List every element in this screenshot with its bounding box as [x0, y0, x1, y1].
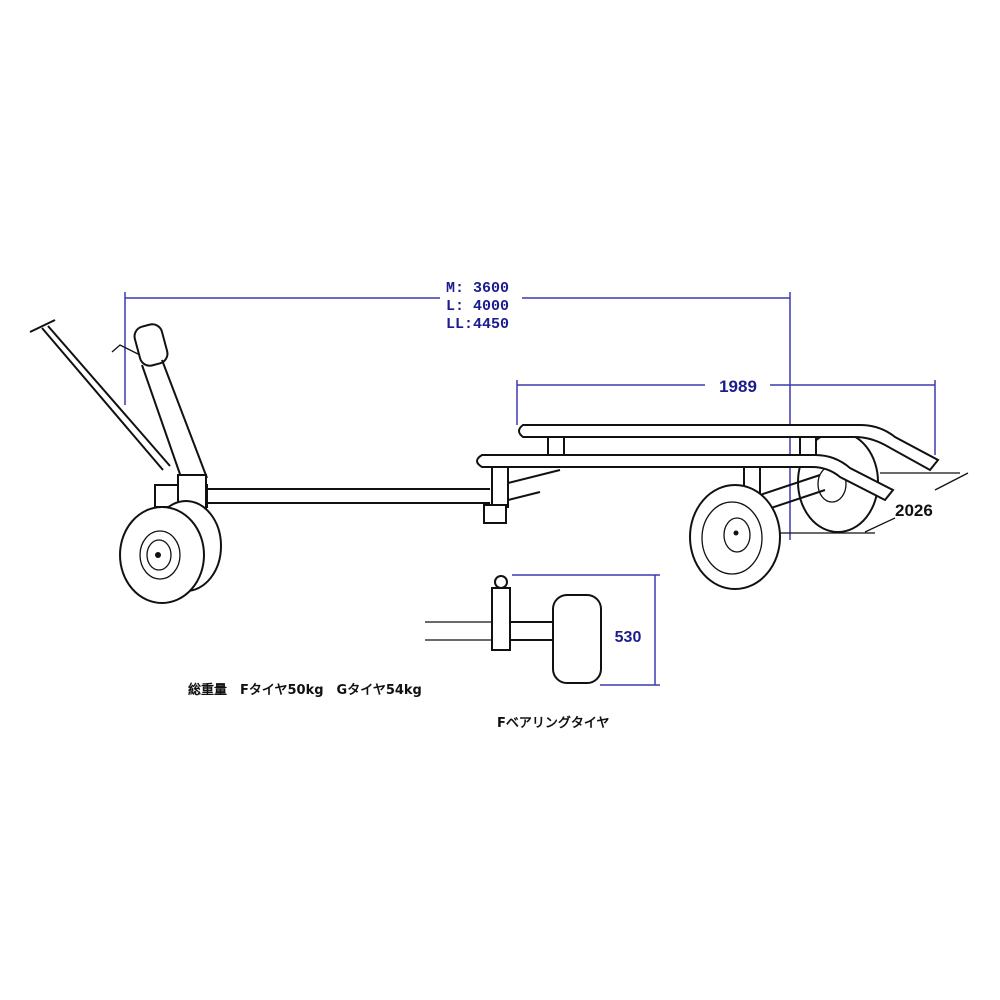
- length-ll: LL:4450: [446, 316, 509, 333]
- tire-height: 530: [615, 629, 642, 646]
- platform-length-dimension: 1989: [516, 377, 936, 455]
- front-wheels: [119, 500, 222, 604]
- width-value: 2026: [895, 501, 933, 520]
- tire-height-dimension: 530: [512, 574, 660, 686]
- bearing-tire-detail: [425, 575, 602, 684]
- platform-length: 1989: [719, 377, 757, 396]
- center-beam: [205, 488, 490, 504]
- length-m: M: 3600: [446, 280, 509, 297]
- overall-length-dimension: M: 3600 L: 4000 LL:4450: [124, 280, 791, 540]
- length-l: L: 4000: [446, 298, 509, 315]
- platform: [476, 424, 940, 524]
- rear-wheel-front: [689, 484, 781, 590]
- detail-caption: Fベアリングタイヤ: [497, 715, 610, 731]
- pull-handle: [29, 319, 171, 471]
- weight-note: 総重量 Fタイヤ50kg Gタイヤ54kg: [188, 682, 422, 698]
